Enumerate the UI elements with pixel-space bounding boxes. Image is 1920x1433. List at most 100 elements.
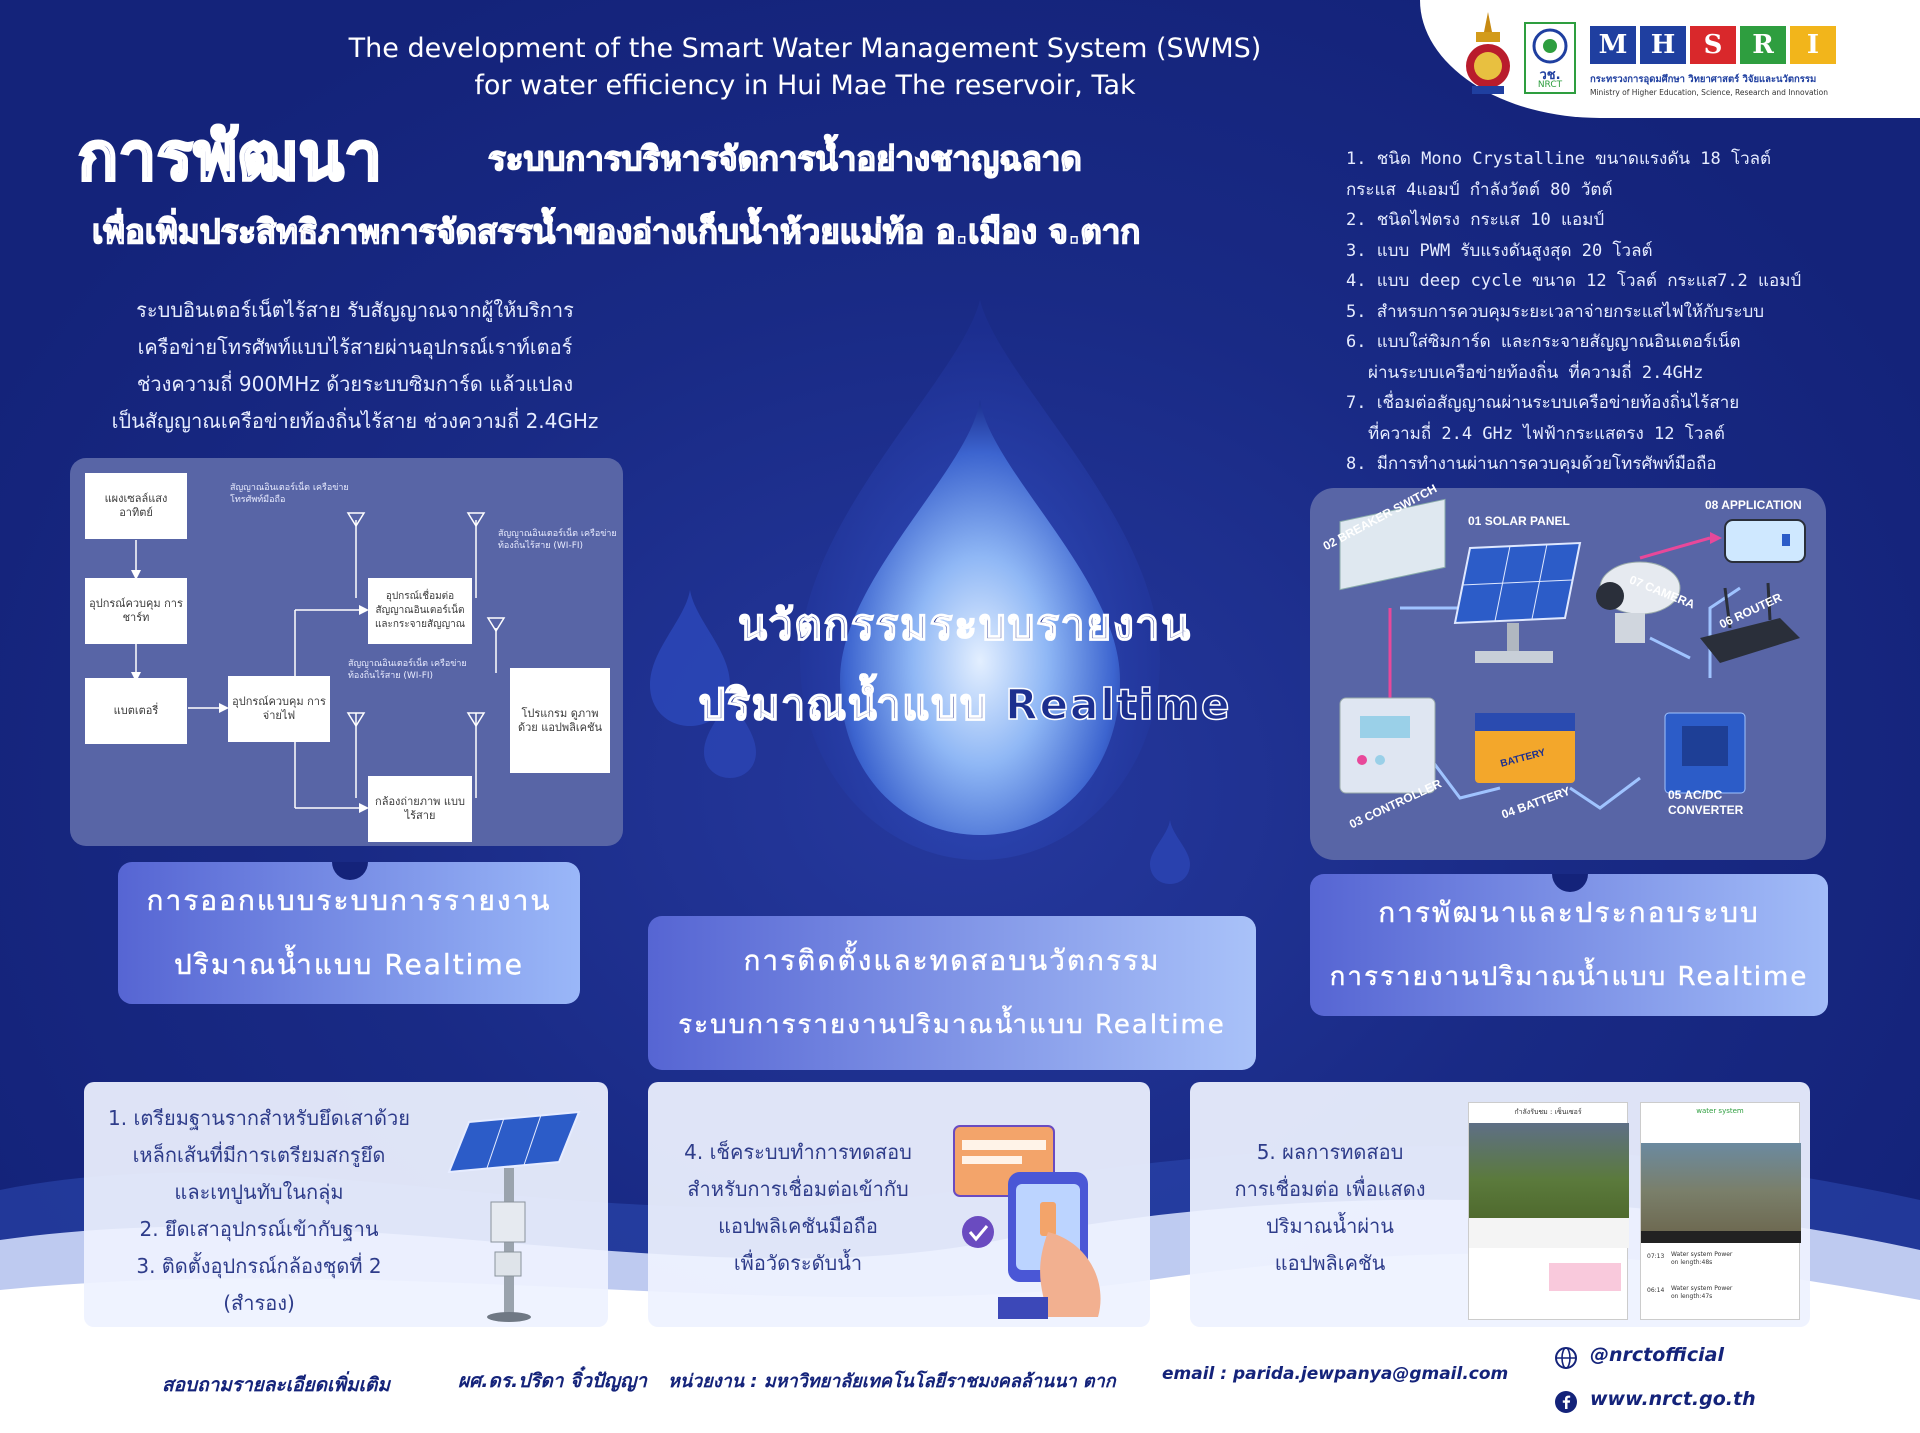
facebook-icon <box>1555 1391 1577 1413</box>
banner-notch <box>332 862 368 880</box>
footer-website[interactable]: www.nrct.go.th <box>1590 1388 1756 1410</box>
mhesri-letter: R <box>1740 26 1786 64</box>
globe-icon <box>1555 1347 1577 1369</box>
intro-line: เป็นสัญญาณเครือข่ายท้องถิ่นไร้สาย ช่วงคว… <box>111 409 599 433</box>
ministry-en: Ministry of Higher Education, Science, R… <box>1590 88 1829 97</box>
spec-item: 8. มีการทำงานผ่านการควบคุมด้วยโทรศัพท์มื… <box>1346 454 1717 474</box>
title-en-line2: for water efficiency in Hui Mae The rese… <box>474 70 1136 101</box>
footer-contact: สอบถามรายละเอียดเพิ่มเติม <box>162 1374 390 1396</box>
title-en: The development of the Smart Water Manag… <box>330 30 1280 104</box>
solar-pole-icon <box>447 1110 581 1322</box>
result-step-line: 5. ผลการทดสอบ <box>1256 1140 1404 1164</box>
install-step-line: และเทปูนทับในกลุ่ม <box>174 1180 344 1204</box>
footer-person: ผศ.ดร.ปริดา จิ๋วปัญญา <box>458 1370 647 1392</box>
step-design-line1: การออกแบบระบบการรายงาน <box>146 884 552 917</box>
app-screenshot-2: water system 07:13 Water system Power on… <box>1640 1102 1801 1320</box>
install-step-line: 1. เตรียมฐานรากสำหรับยึดเสาด้วย <box>108 1106 410 1130</box>
university-emblem-icon <box>1466 12 1510 94</box>
intro-text: ระบบอินเตอร์เน็ตไร้สาย รับสัญญาณจากผู้ให… <box>70 292 640 440</box>
center-heading-line2: ปริมาณน้ำแบบ Realtime <box>698 679 1232 730</box>
hw-label-application: 08 APPLICATION <box>1705 498 1802 512</box>
flow-box-power-controller: อุปกรณ์ควบคุม การจ่ายไฟ <box>228 676 330 742</box>
intro-line: ช่วงความถี่ 900MHz ด้วยระบบซิมการ์ด แล้ว… <box>136 372 574 396</box>
nrct-emblem-icon <box>1532 28 1568 64</box>
mhesri-letter: H <box>1640 26 1686 64</box>
flow-diagram-arrows <box>131 512 506 813</box>
hardware-illustrations <box>1339 498 1806 810</box>
nrct-logo: วช. NRCT <box>1524 22 1576 94</box>
result-steps-text: 5. ผลการทดสอบ การเชื่อมต่อ เพื่อแสดง ปริ… <box>1200 1134 1460 1282</box>
app-screenshot-1: กำลังรับชม : เซ็นเซอร์ <box>1468 1102 1629 1320</box>
card-test-steps: 4. เช็คระบบทำการทดสอบ สำหรับการเชื่อมต่อ… <box>648 1082 1150 1327</box>
step-banner-design: การออกแบบระบบการรายงาน ปริมาณน้ำแบบ Real… <box>118 862 580 1004</box>
install-step-line: เหล็กเส้นที่มีการเตรียมสกรูยึด <box>132 1143 386 1167</box>
app-screenshot-2-title: water system <box>1696 1107 1744 1115</box>
water-drop-illustration <box>650 300 1190 884</box>
flow-box-battery: แบตเตอรี่ <box>85 678 187 744</box>
spec-list: 1. ชนิด Mono Crystalline ขนาดแรงดัน 18 โ… <box>1346 144 1906 480</box>
ministry-th: กระทรวงการอุดมศึกษา วิทยาศาสตร์ วิจัยและ… <box>1590 74 1817 85</box>
step-design-line2: ปริมาณน้ำแบบ Realtime <box>174 948 524 981</box>
card-result-steps: 5. ผลการทดสอบ การเชื่อมต่อ เพื่อแสดง ปริ… <box>1190 1082 1810 1327</box>
test-step-line: เพื่อวัดระดับน้ำ <box>733 1251 863 1275</box>
event-entry: Water system Power on length:47s <box>1671 1285 1733 1300</box>
banner-notch <box>1552 874 1588 892</box>
mhesri-letter: S <box>1690 26 1736 64</box>
step-develop-line1: การพัฒนาและประกอบระบบ <box>1378 896 1760 929</box>
title-en-line1: The development of the Smart Water Manag… <box>348 33 1262 64</box>
test-steps-text: 4. เช็คระบบทำการทดสอบ สำหรับการเชื่อมต่อ… <box>658 1134 938 1282</box>
wifi-signal-label-1: สัญญาณอินเตอร์เน็ต เครือข่ายท้องถิ่นไร้ส… <box>498 529 617 551</box>
player-bar <box>1641 1231 1801 1243</box>
spec-item: 3. แบบ PWM รับแรงดันสูงสุด 20 โวลต์ <box>1346 240 1653 261</box>
center-heading: นวัตกรรมระบบรายงาน ปริมาณน้ำแบบ Realtime <box>640 585 1290 745</box>
spec-item: กระแส 4แอมป์ กำลังวัตต์ 80 วัตต์ <box>1346 179 1613 200</box>
flow-box-charge-controller: อุปกรณ์ควบคุม การชาร์ท <box>85 578 187 644</box>
step-install-line1: การติดตั้งและทดสอบนวัตกรรม <box>743 944 1161 977</box>
app-screenshot-1-title: กำลังรับชม : เซ็นเซอร์ <box>1514 1108 1582 1116</box>
card-install-steps: 1. เตรียมฐานรากสำหรับยึดเสาด้วย เหล็กเส้… <box>84 1082 608 1327</box>
install-step-line: (สำรอง) <box>223 1291 295 1315</box>
hw-label-solar-panel: 01 SOLAR PANEL <box>1468 514 1570 528</box>
mhesri-letter: M <box>1590 26 1636 64</box>
install-steps-text: 1. เตรียมฐานรากสำหรับยึดเสาด้วย เหล็กเส้… <box>94 1100 424 1322</box>
footer: สอบถามรายละเอียดเพิ่มเติม ผศ.ดร.ปริดา จิ… <box>0 1330 1920 1433</box>
center-heading-line1: นวัตกรรมระบบรายงาน <box>737 599 1192 650</box>
footer-org: หน่วยงาน : มหาวิทยาลัยเทคโนโลยีราชมงคลล้… <box>668 1371 1116 1392</box>
test-step-line: แอปพลิเคชันมือถือ <box>718 1214 878 1238</box>
spec-item: 2. ชนิดไฟตรง กระแส 10 แอมป์ <box>1346 210 1605 230</box>
timeline-bar <box>1549 1263 1621 1291</box>
player-controls <box>1469 1218 1629 1248</box>
spec-item: 7. เชื่อมต่อสัญญาณผ่านระบบเครือข่ายท้องถ… <box>1346 393 1740 413</box>
install-step-line: 3. ติดตั้งอุปกรณ์กล้องชุดที่ 2 <box>136 1254 382 1278</box>
spec-item: 5. สำหรบการควบคุมระยะเวลาจ่ายกระแสไฟให้ก… <box>1346 301 1765 322</box>
spec-item: 6. แบบใส่ซิมการ์ด และกระจายสัญญาณอินเตอร… <box>1346 332 1741 352</box>
spec-item: 4. แบบ deep cycle ขนาด 12 โวลต์ กระแส7.2… <box>1346 271 1802 291</box>
logo-panel: วช. NRCT M H S R I กระทรวงการอุดมศึกษา ว… <box>1420 0 1920 118</box>
hw-label-converter: 05 AC/DC CONVERTER <box>1668 788 1744 817</box>
mobile-app-illustration-icon <box>953 1125 1101 1319</box>
flow-diagram: แผงเซลล์แสงอาทิตย์ อุปกรณ์ควบคุม การชาร์… <box>70 458 623 846</box>
flow-box-camera: กล้องถ่ายภาพ แบบไร้สาย <box>368 776 472 842</box>
step-banner-install: การติดตั้งและทดสอบนวัตกรรม ระบบการรายงาน… <box>648 916 1256 1070</box>
spec-item: ผ่านระบบเครือข่ายท้องถิ่น ที่ความถี่ 2.4… <box>1368 362 1704 383</box>
footer-social[interactable]: @nrctofficial <box>1590 1344 1725 1366</box>
flow-box-app: โปรแกรม ดูภาพด้วย แอปพลิเคชัน <box>510 668 610 773</box>
title-th-big: การพัฒนา <box>77 117 384 197</box>
intro-line: เครือข่ายโทรศัพท์แบบไร้สายผ่านอุปกรณ์เรา… <box>137 335 573 359</box>
footer-email[interactable]: email : parida.jewpanya@gmail.com <box>1162 1364 1509 1384</box>
step-banner-develop: การพัฒนาและประกอบระบบ การรายงานปริมาณน้ำ… <box>1310 874 1828 1016</box>
wifi-signal-label-2: สัญญาณอินเตอร์เน็ต เครือข่ายท้องถิ่นไร้ส… <box>348 659 467 681</box>
flow-box-router: อุปกรณ์เชื่อมต่อ สัญญาณอินเตอร์เน็ต และก… <box>368 578 472 644</box>
install-step-line: 2. ยึดเสาอุปกรณ์เข้ากับฐาน <box>139 1217 379 1241</box>
event-time: 06:14 <box>1647 1287 1665 1294</box>
spec-item: 1. ชนิด Mono Crystalline ขนาดแรงดัน 18 โ… <box>1346 149 1772 169</box>
result-step-line: แอปพลิเคชัน <box>1274 1251 1386 1275</box>
step-develop-line2: การรายงานปริมาณน้ำแบบ Realtime <box>1329 962 1809 992</box>
flow-box-solar: แผงเซลล์แสงอาทิตย์ <box>85 473 187 539</box>
camera-feed-image <box>1469 1123 1629 1218</box>
event-time: 07:13 <box>1647 1253 1665 1260</box>
result-step-line: ปริมาณน้ำผ่าน <box>1266 1214 1394 1238</box>
mhesri-letter: I <box>1790 26 1836 64</box>
cell-signal-label: สัญญาณอินเตอร์เน็ต เครือข่ายโทรศัพท์มือถ… <box>230 483 349 505</box>
spec-item: ที่ความถี่ 2.4 GHz ไฟฟ้ากระแสตรง 12 โวลต… <box>1368 423 1725 444</box>
